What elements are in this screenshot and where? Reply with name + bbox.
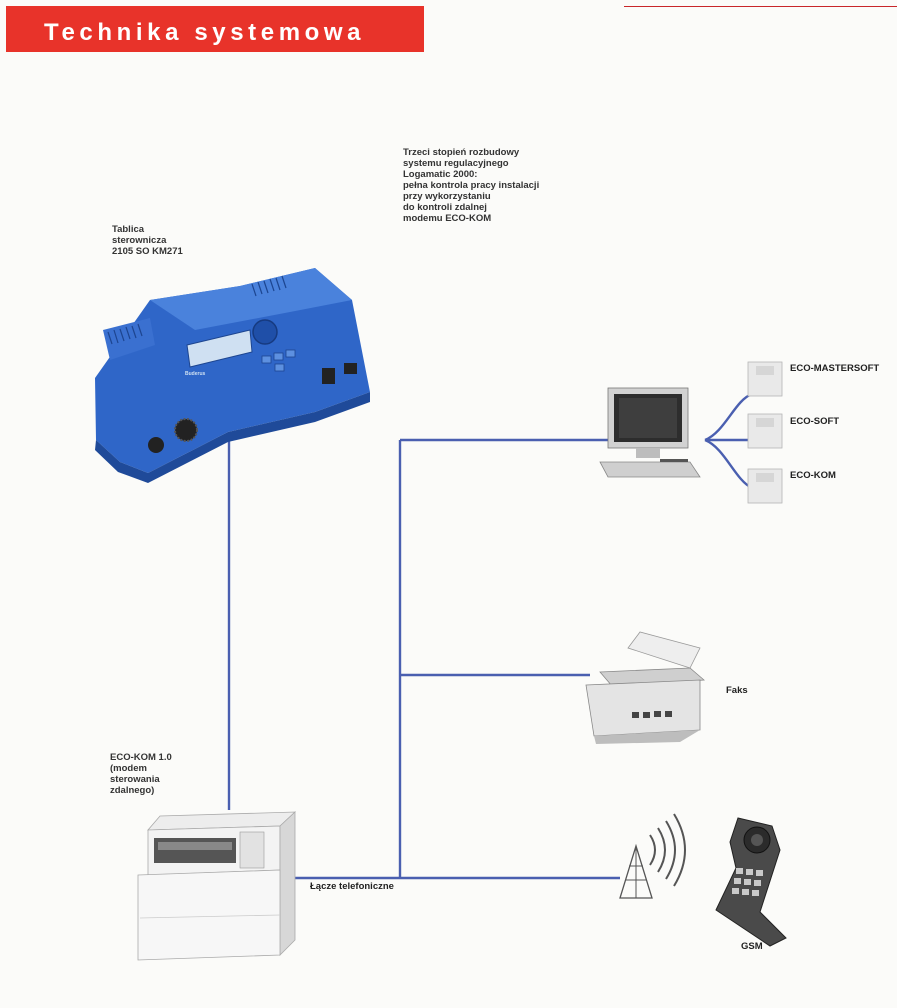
disk-icon	[747, 361, 783, 397]
gsm-label: GSM	[741, 941, 763, 952]
computer-device	[599, 387, 701, 478]
control-panel-device: Buderus	[95, 268, 370, 483]
intro-line: przy wykorzystaniu	[403, 191, 491, 202]
intro-line: do kontroli zdalnej	[403, 202, 487, 213]
intro-line: systemu regulacyjnego	[403, 158, 509, 169]
page-title: Technika systemowa	[44, 19, 366, 46]
intro-line: pełna kontrola pracy instalacji	[403, 180, 540, 191]
fax-device	[585, 631, 706, 744]
intro-line: Trzeci stopień rozbudowy	[403, 147, 520, 158]
brand-logo: Buderus	[185, 371, 206, 377]
header-banner: Technika systemowa	[6, 6, 424, 52]
eco-kom-label: ECO-KOM	[790, 470, 836, 481]
caption-line: 2105 SO KM271	[112, 246, 183, 257]
caption-line: sterowania	[110, 774, 160, 785]
disk-icon	[747, 468, 783, 504]
connection-lines	[227, 392, 753, 880]
fax-label: Faks	[726, 685, 748, 696]
intro-line: modemu ECO-KOM	[403, 213, 492, 224]
eco-mastersoft-label: ECO-MASTERSOFT	[790, 363, 880, 374]
header-rule	[624, 6, 897, 7]
antenna-icon	[619, 813, 686, 899]
modem-device	[137, 811, 297, 961]
software-fan-line	[704, 438, 753, 490]
intro-line: Logamatic 2000:	[403, 169, 478, 180]
software-disks	[747, 361, 783, 504]
eco-soft-label: ECO-SOFT	[790, 416, 840, 427]
phone-line-label: Łącze telefoniczne	[310, 881, 394, 892]
gsm-phone-icon	[715, 817, 787, 947]
caption-line: (modem	[110, 763, 147, 774]
caption-line: ECO-KOM 1.0	[110, 752, 172, 763]
software-fan-line	[704, 392, 753, 442]
caption-line: sterownicza	[112, 235, 167, 246]
disk-icon	[747, 413, 783, 449]
caption-line: zdalnego)	[110, 785, 155, 796]
caption-line: Tablica	[112, 224, 145, 235]
